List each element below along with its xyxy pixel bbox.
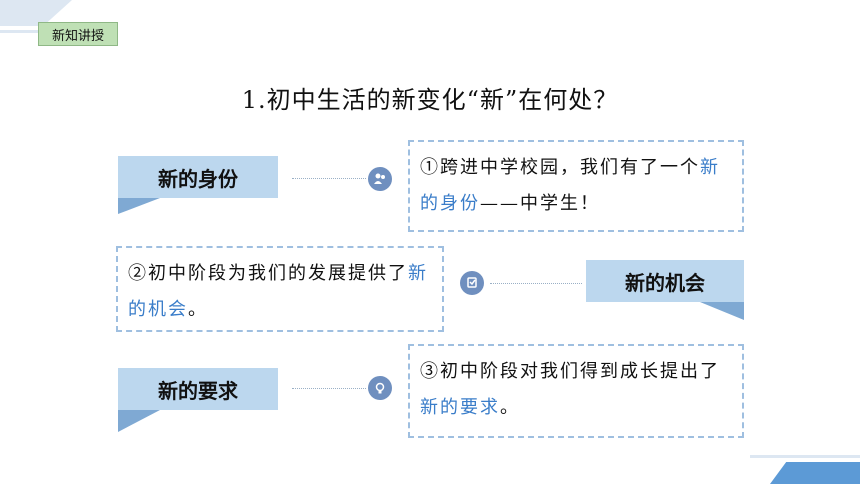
label-box-requirement: 新的要求	[118, 368, 278, 410]
label-box-identity: 新的身份	[118, 156, 278, 198]
section-tag: 新知讲授	[38, 22, 118, 46]
highlight-text: 新的身份	[420, 157, 720, 214]
text-after: ——中学生！	[480, 193, 600, 214]
text-before: ①跨进中学校园，我们有了一个	[420, 157, 700, 178]
text-box-requirement: ③初中阶段对我们得到成长提出了新的要求。	[408, 344, 744, 438]
corner-decoration-bottom-right	[770, 462, 860, 484]
text-before: ③初中阶段对我们得到成长提出了	[420, 361, 720, 382]
connector-line	[292, 178, 366, 179]
fold-shadow	[700, 302, 744, 320]
text-box-opportunity: ②初中阶段为我们的发展提供了新的机会。	[116, 246, 444, 332]
highlight-text: 新的要求	[420, 397, 500, 418]
badge-icon	[460, 271, 484, 295]
fold-shadow	[118, 198, 160, 214]
lightbulb-icon	[368, 376, 392, 400]
connector-line	[292, 388, 366, 389]
people-icon	[368, 167, 392, 191]
text-box-identity: ①跨进中学校园，我们有了一个新的身份——中学生！	[408, 140, 744, 232]
text-after: 。	[188, 299, 208, 320]
page-title: 1.初中生活的新变化“新”在何处？	[241, 86, 619, 114]
label-text: 新的机会	[625, 270, 705, 295]
label-text: 新的身份	[158, 166, 238, 191]
label-text: 新的要求	[158, 378, 238, 403]
fold-shadow	[118, 410, 160, 432]
label-box-opportunity: 新的机会	[586, 260, 744, 302]
highlight-text: 新的机会	[128, 263, 428, 320]
text-after: 。	[500, 397, 520, 418]
bottom-right-line	[750, 455, 860, 458]
connector-line	[490, 283, 582, 284]
text-before: ②初中阶段为我们的发展提供了	[128, 263, 408, 284]
